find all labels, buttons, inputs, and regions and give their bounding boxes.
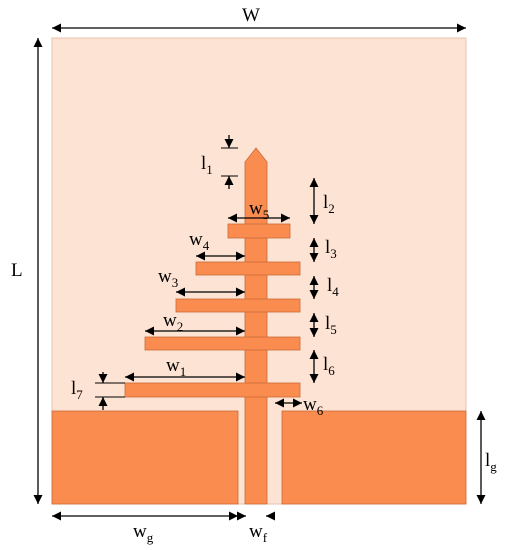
label-l3: l3 [325, 237, 337, 261]
ground-plane-right [281, 410, 467, 505]
label-w5-sub: 5 [263, 207, 270, 222]
label-l1-base: l [201, 153, 206, 174]
label-w5: w5 [249, 198, 269, 222]
label-L-base: L [11, 260, 23, 281]
label-w6: w6 [303, 394, 324, 418]
label-l4: l4 [327, 275, 339, 299]
label-L: L [11, 260, 23, 281]
label-w2-base: w [163, 310, 177, 331]
label-w3: w3 [158, 266, 178, 290]
label-w1: w1 [166, 355, 186, 379]
label-l7-sub: 7 [76, 387, 83, 402]
label-wg: wg [133, 521, 154, 545]
label-l7-base: l [71, 378, 76, 399]
label-w1-base: w [166, 355, 180, 376]
label-l3-sub: 3 [330, 246, 337, 261]
branch-w4 [195, 261, 301, 276]
label-l3-base: l [325, 237, 330, 258]
label-W: W [242, 5, 260, 26]
label-l4-base: l [327, 275, 332, 296]
label-w3-sub: 3 [172, 275, 179, 290]
label-l5-sub: 5 [330, 322, 337, 337]
label-w4: w4 [189, 229, 210, 253]
label-l2: l2 [323, 192, 335, 216]
branch-w2 [144, 336, 301, 351]
label-l2-sub: 2 [328, 201, 335, 216]
label-l4-sub: 4 [332, 284, 339, 299]
label-l6: l6 [323, 354, 335, 378]
label-l2-base: l [323, 192, 328, 213]
branch-w1 [124, 382, 301, 398]
label-w4-base: w [189, 229, 203, 250]
label-w6-sub: 6 [317, 403, 324, 418]
ground-plane-left [51, 410, 239, 505]
label-w2: w2 [163, 310, 183, 334]
label-wg-base: w [133, 521, 147, 542]
label-wf-sub: f [263, 530, 268, 545]
label-w4-sub: 4 [203, 238, 210, 253]
label-W-base: W [242, 5, 260, 26]
label-w6-base: w [303, 394, 317, 415]
label-lg: lg [485, 450, 497, 474]
label-wf: wf [249, 521, 268, 545]
label-l5-base: l [325, 313, 330, 334]
branch-w3 [175, 298, 301, 313]
label-l7: l7 [71, 378, 83, 402]
label-l5: l5 [325, 313, 337, 337]
label-wg-sub: g [147, 530, 154, 545]
label-l1: l1 [201, 153, 213, 177]
label-w2-sub: 2 [177, 319, 184, 334]
branch-w5 [227, 223, 291, 239]
label-w3-base: w [158, 266, 172, 287]
label-w1-sub: 1 [180, 364, 187, 379]
label-l1-sub: 1 [206, 162, 213, 177]
label-l6-sub: 6 [328, 363, 335, 378]
label-lg-base: l [485, 450, 490, 471]
label-lg-sub: g [490, 459, 497, 474]
label-l6-base: l [323, 354, 328, 375]
label-wf-base: w [249, 521, 263, 542]
label-w5-base: w [249, 198, 263, 219]
